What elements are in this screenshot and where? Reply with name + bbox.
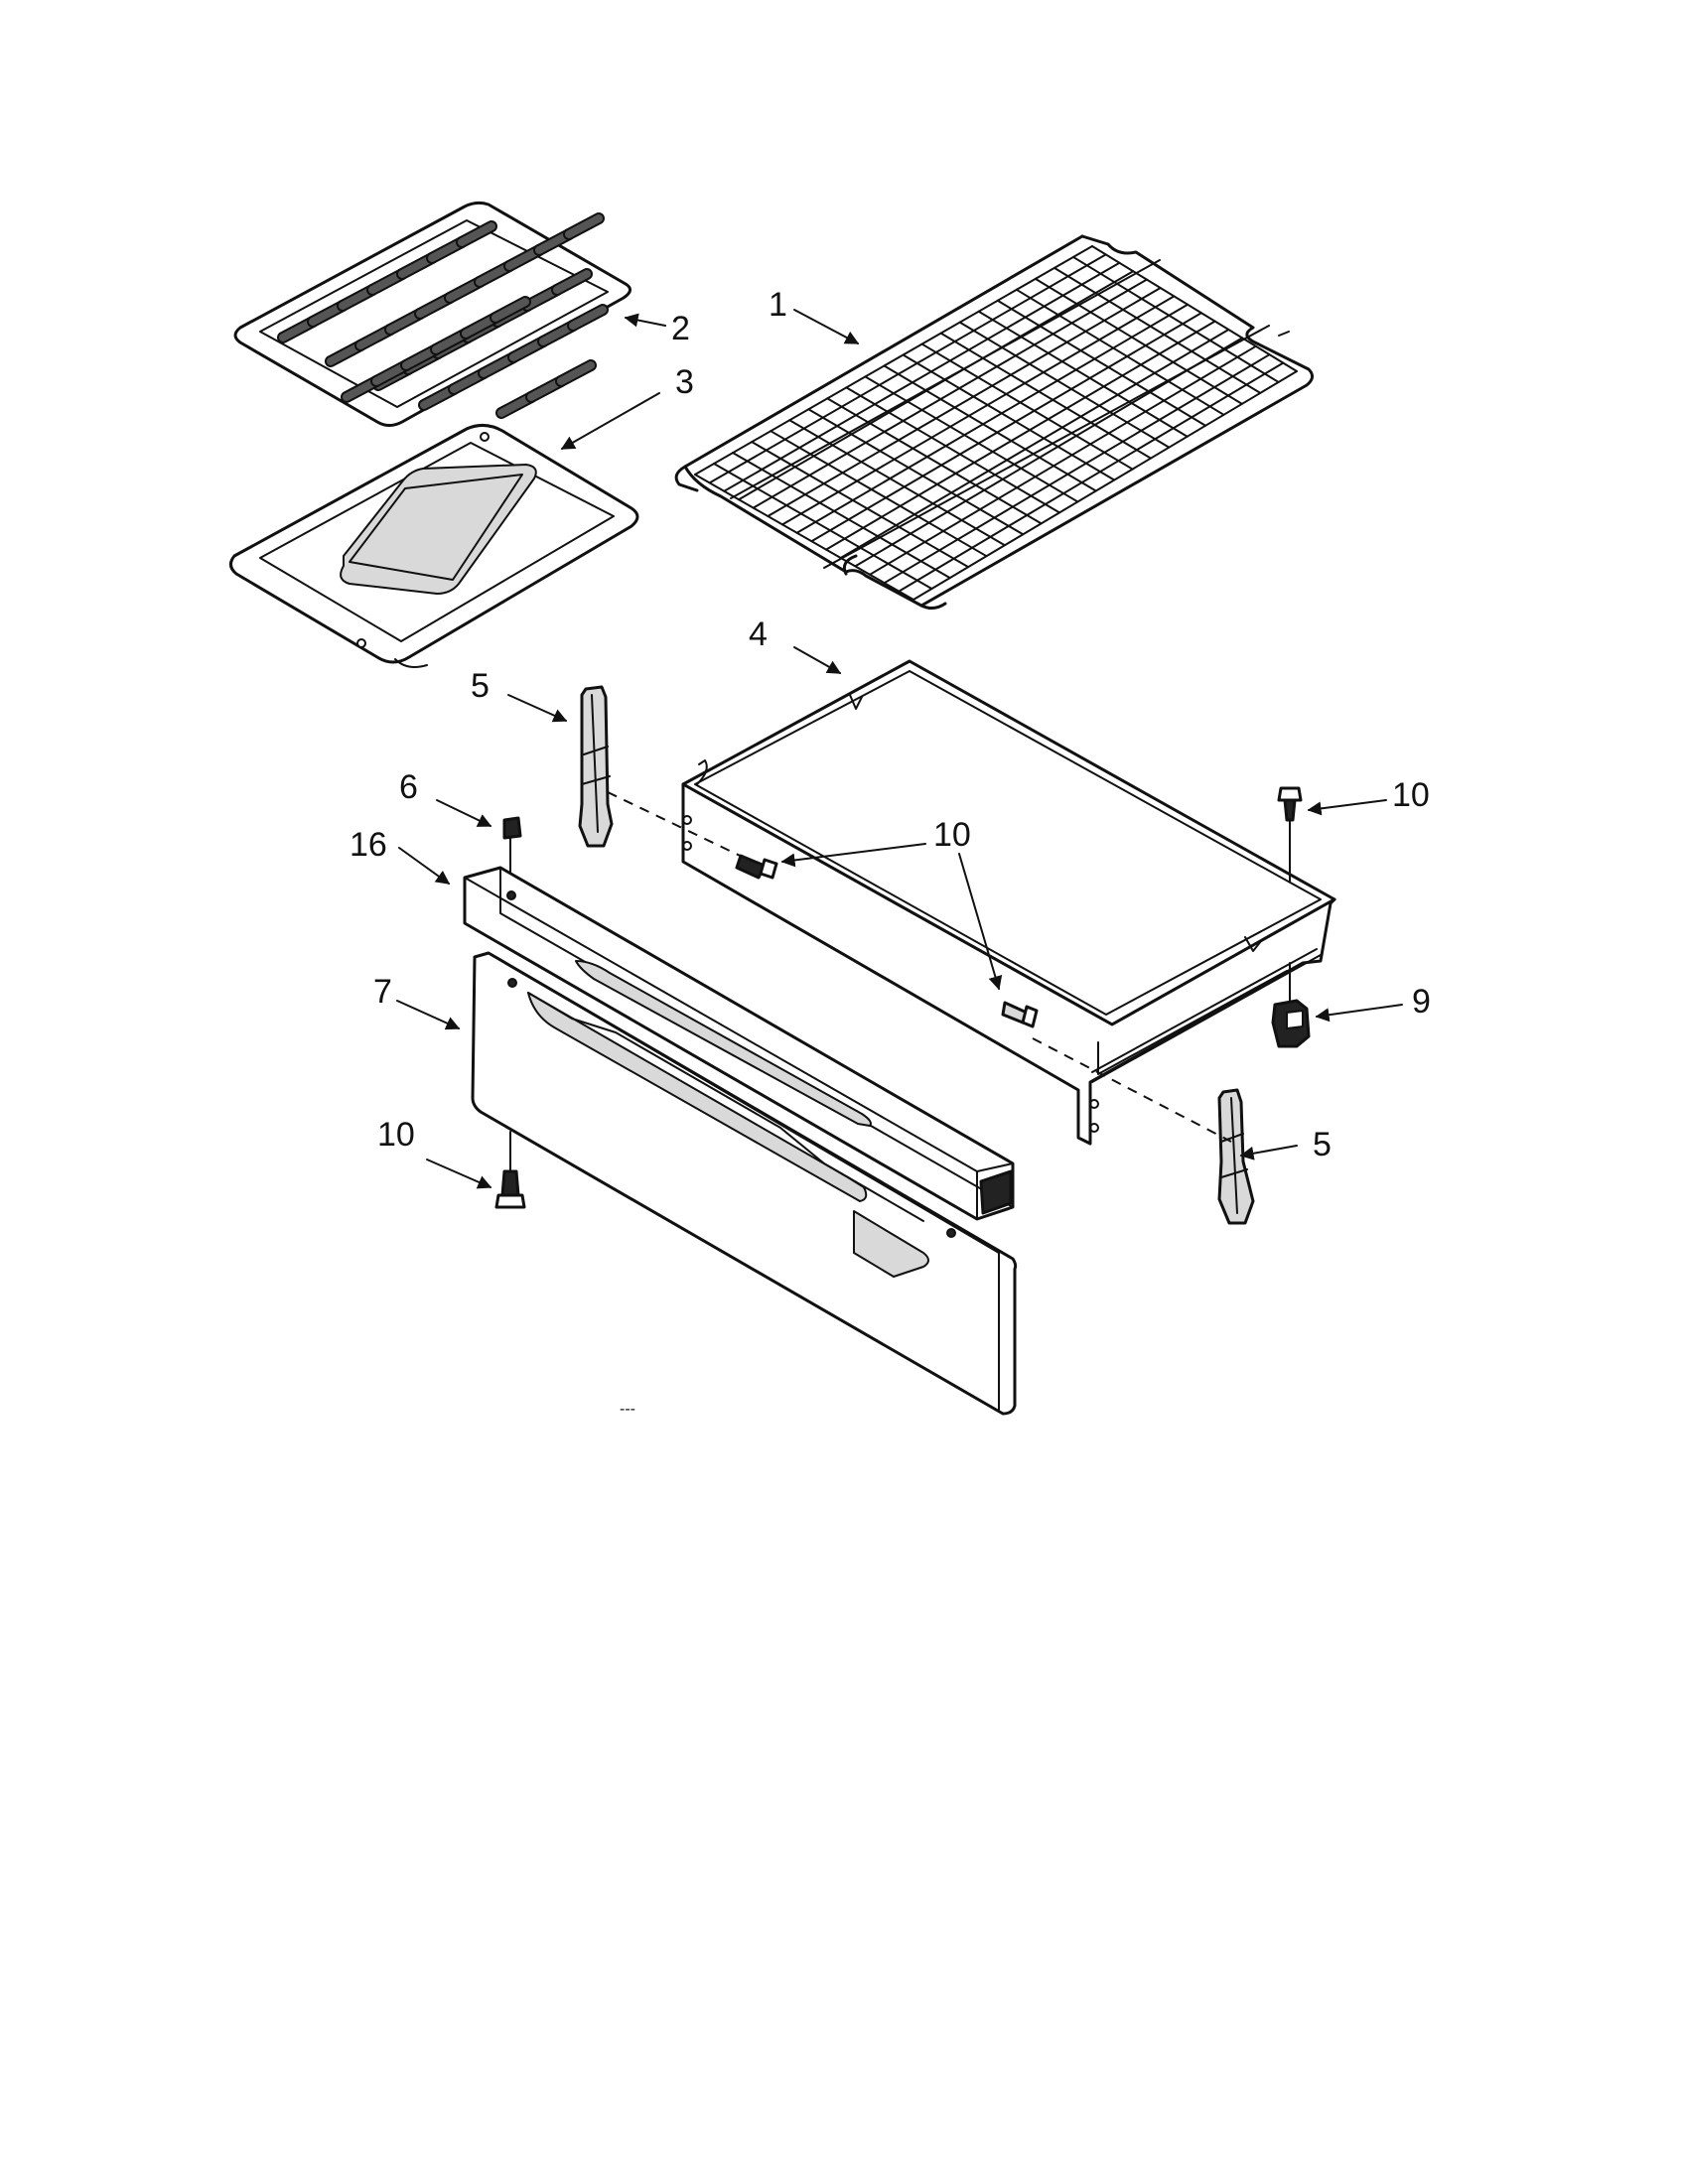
rack-cross-wire [1052, 266, 1262, 394]
front-trim-bar [463, 866, 1015, 1221]
rack-cross-wire [732, 452, 951, 580]
rack-cross-wire [788, 419, 1006, 547]
rack-cross-wire [977, 310, 1189, 438]
grid-slot [562, 212, 606, 240]
grid-slot [550, 268, 594, 296]
callout-5-right: 5 [1313, 1126, 1332, 1163]
rack-cross-wire [751, 441, 970, 569]
rack-cross-wire [770, 430, 988, 558]
callout-6: 6 [399, 768, 418, 806]
screw-panel-bottom [494, 1131, 526, 1209]
rack-cross-wire [713, 463, 933, 591]
grid-slot [554, 359, 598, 387]
rack-cross-wire [883, 364, 1097, 492]
rack-cross-wire [694, 474, 914, 601]
trim-screw [502, 816, 522, 894]
rack-cross-wire [1091, 245, 1298, 372]
bracket-clip [1271, 962, 1311, 1048]
oven-rack-wires [694, 245, 1298, 601]
callout-3: 3 [675, 363, 694, 401]
drawer-glide-right [1217, 1088, 1255, 1225]
rack-wire [825, 320, 1216, 551]
rack-cross-wire [845, 386, 1061, 514]
callout-7: 7 [373, 973, 392, 1011]
callout-10-center: 10 [933, 816, 971, 854]
callout-4: 4 [749, 615, 768, 653]
rack-cross-wire [920, 342, 1134, 471]
rack-wire [912, 370, 1298, 601]
rack-cross-wire [1071, 255, 1280, 383]
callout-10-bottom: 10 [377, 1116, 415, 1154]
rack-wire [723, 261, 1121, 492]
drawer-glide-left [578, 685, 614, 848]
rack-wire [781, 295, 1176, 526]
rack-cross-wire [864, 375, 1079, 503]
rack-wire [839, 329, 1230, 559]
callout-16: 16 [350, 826, 387, 864]
screw-drawer-right [1277, 786, 1303, 883]
rack-wire [898, 361, 1285, 593]
rack-cross-wire [958, 321, 1171, 449]
callout-9: 9 [1412, 983, 1431, 1021]
rack-wire [883, 353, 1271, 585]
drawer-body [681, 659, 1336, 1146]
rack-cross-wire [902, 353, 1116, 481]
rack-cross-wire [1034, 277, 1243, 405]
broiler-grid [233, 201, 632, 427]
rack-wire [869, 344, 1257, 576]
leader-arrows [396, 309, 1403, 1189]
alignment-lines [607, 791, 1232, 1143]
rack-cross-wire [939, 332, 1152, 460]
grid-slot [489, 296, 532, 324]
broiler-pan [229, 424, 639, 668]
rack-wire [795, 303, 1190, 534]
screw-drawer-rear [1001, 1001, 1039, 1028]
grid-slot [455, 220, 498, 248]
rack-wire [767, 287, 1162, 517]
rack-wire [752, 278, 1148, 509]
callout-1: 1 [769, 286, 787, 324]
rack-wire [810, 312, 1202, 543]
screw-drawer-left [735, 854, 778, 880]
callout-2: 2 [671, 310, 690, 347]
callout-labels: 1 2 3 4 5 5 6 16 7 10 10 10 9 --- [350, 286, 1431, 1418]
callout-5-left: 5 [471, 667, 490, 705]
rack-wire [694, 245, 1093, 476]
grid-slot [566, 304, 610, 332]
oven-rack [674, 234, 1314, 611]
rack-cross-wire [996, 299, 1207, 427]
footer-mark: --- [620, 1401, 635, 1418]
drawer-front-panel [471, 951, 1018, 1416]
callout-10-right: 10 [1392, 776, 1430, 814]
broiler-grid-slots [276, 212, 610, 419]
rack-cross-wire [1015, 288, 1225, 416]
rack-cross-wire [826, 397, 1043, 525]
rack-cross-wire [807, 408, 1025, 536]
rack-wire [708, 253, 1107, 484]
